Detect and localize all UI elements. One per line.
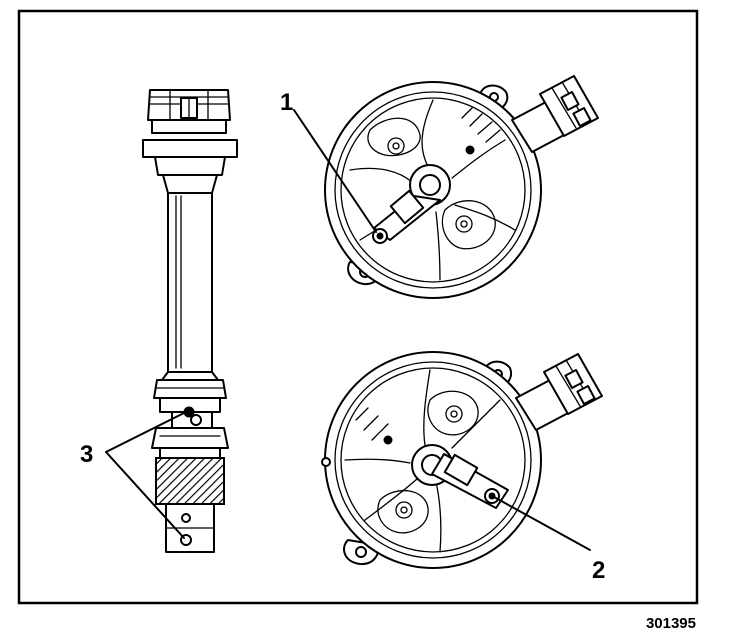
figure-frame — [17, 9, 699, 605]
leader-line-3b — [105, 451, 185, 539]
figure-id: 301395 — [646, 615, 696, 632]
leader-line-2 — [493, 496, 591, 551]
distributor-housing-bottom — [321, 351, 603, 569]
callout-1: 1 — [280, 89, 293, 116]
callout-2: 2 — [592, 557, 605, 584]
leader-lines — [105, 109, 591, 551]
leader-line-1 — [293, 109, 377, 233]
callout-3: 3 — [80, 441, 93, 468]
leader-line-3a — [105, 411, 187, 453]
distributor-shaft — [142, 89, 238, 553]
distributor-housing-top — [324, 75, 599, 299]
